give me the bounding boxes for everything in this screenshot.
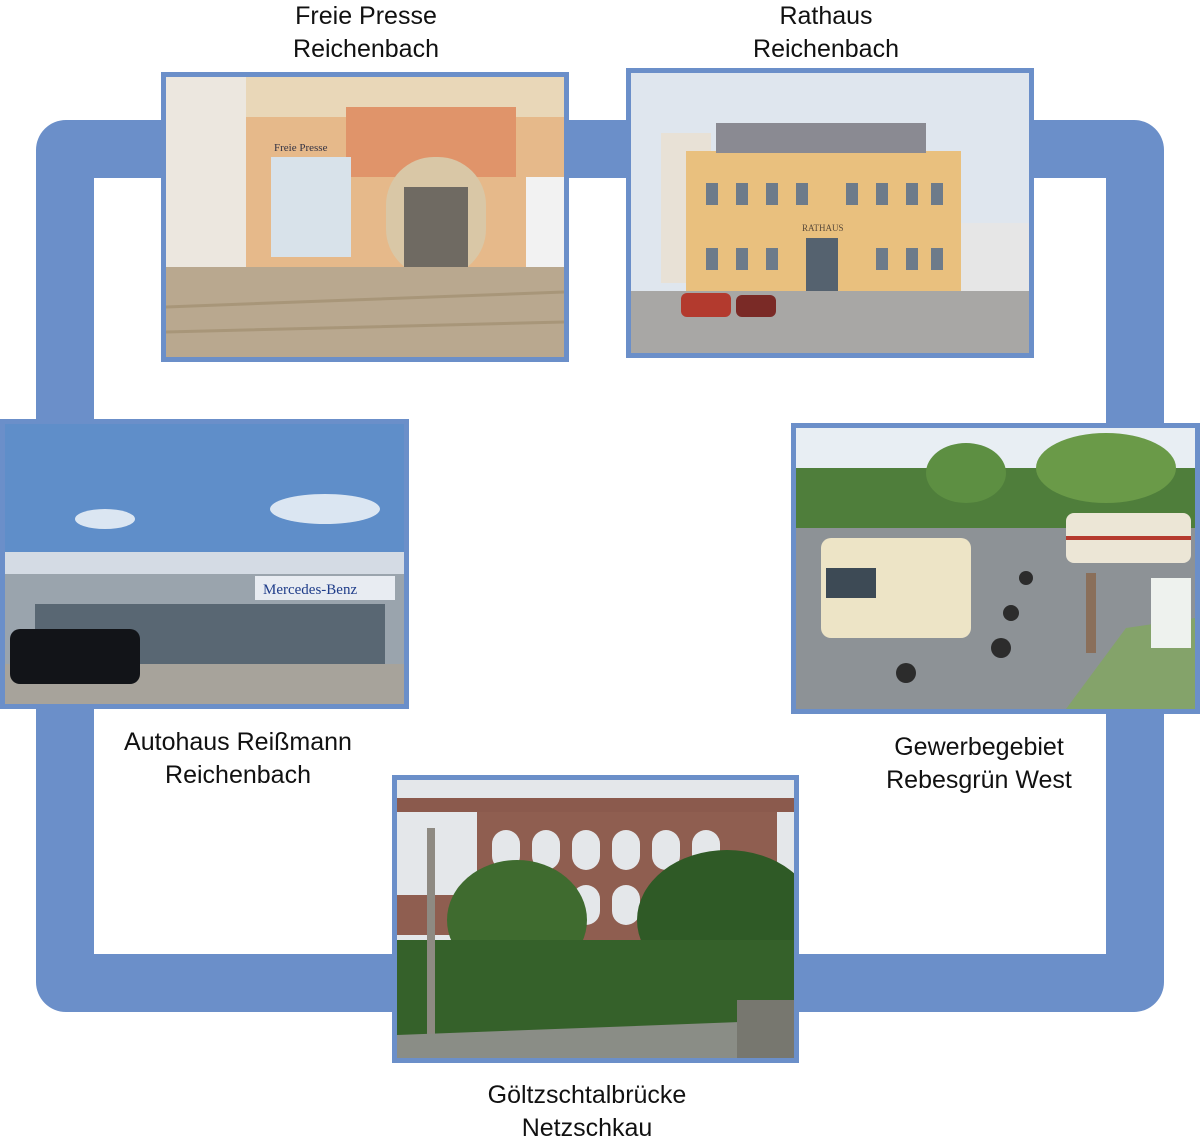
rathaus-photo[interactable]: RATHAUS [626, 68, 1034, 358]
goeltzsch-place: Netzschkau [521, 1114, 653, 1142]
autohaus-title: Autohaus Reißmann [124, 728, 352, 756]
gewerbegebiet-photo[interactable] [791, 423, 1200, 714]
autohaus-photo[interactable]: Mercedes-Benz [0, 419, 409, 709]
autohaus-image: Mercedes-Benz [5, 424, 404, 704]
rathaus-city: Reichenbach [753, 35, 899, 63]
goeltzsch-photo[interactable] [392, 775, 799, 1063]
rathaus-sign: RATHAUS [802, 223, 844, 233]
gewerbegebiet-area: Rebesgrün West [886, 766, 1072, 794]
rathaus-title: Rathaus [779, 2, 873, 30]
freie-presse-image: Freie Presse [166, 77, 564, 357]
rathaus-image: RATHAUS [631, 73, 1029, 353]
gewerbegebiet-caption: Gewerbegebiet Rebesgrün West [854, 731, 1104, 797]
rathaus-caption: Rathaus Reichenbach [726, 0, 926, 66]
autohaus-caption: Autohaus Reißmann Reichenbach [88, 726, 388, 792]
freie-presse-title: Freie Presse [295, 2, 437, 30]
autohaus-city: Reichenbach [165, 761, 311, 789]
freie-presse-photo[interactable]: Freie Presse [161, 72, 569, 362]
freie-presse-caption: Freie Presse Reichenbach [266, 0, 466, 66]
autohaus-sign: Mercedes-Benz [263, 582, 357, 598]
gewerbegebiet-image [796, 428, 1195, 709]
freie-presse-city: Reichenbach [293, 35, 439, 63]
goeltzsch-title: Göltzschtalbrücke [487, 1081, 687, 1109]
goeltzsch-image [397, 780, 794, 1058]
gewerbegebiet-title: Gewerbegebiet [894, 733, 1064, 761]
freie-presse-sign: Freie Presse [274, 142, 328, 154]
goeltzsch-caption: Göltzschtalbrücke Netzschkau [462, 1079, 712, 1145]
